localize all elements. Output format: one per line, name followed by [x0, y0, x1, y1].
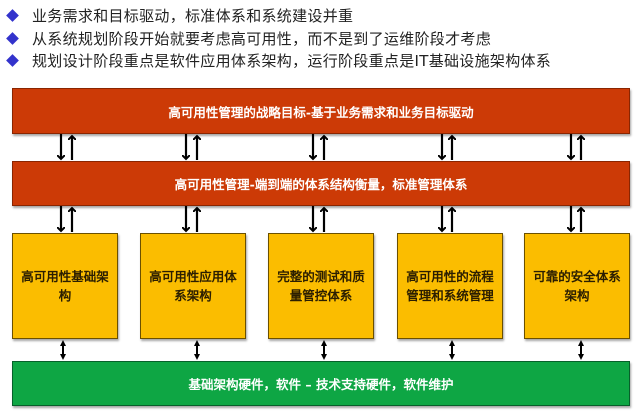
pillar-application-box: 高可用性应用体系架构	[140, 233, 246, 339]
management-layer-box: 高可用性管理-端到端的体系结构衡量，标准管理体系	[12, 161, 630, 206]
management-layer-label: 高可用性管理-端到端的体系结构衡量，标准管理体系	[174, 177, 468, 192]
bullet-text: 业务需求和目标驱动，标准体系和系统建设并重	[32, 7, 354, 25]
pillar-testing-quality-box: 完整的测试和质量管控体系	[268, 233, 374, 339]
bullet-item: 规划设计阶段重点是软件应用体系架构，运行阶段重点是IT基础设施架构体系	[0, 51, 640, 73]
bullet-item: 业务需求和目标驱动，标准体系和系统建设并重	[0, 6, 640, 28]
arrow-double-bottom	[60, 340, 584, 360]
bullet-text: 从系统规划阶段开始就要考虑高可用性，而不是到了运维阶段才考虑	[32, 30, 492, 48]
arrow-pairs-middle	[61, 206, 581, 232]
diamond-bullet-icon	[6, 32, 19, 45]
pillar-label: 高可用性的流程管理和系统管理	[406, 269, 494, 303]
foundation-layer-label: 基础架构硬件，软件 – 技术支持硬件，软件维护	[188, 377, 454, 392]
bullet-text: 规划设计阶段重点是软件应用体系架构，运行阶段重点是IT基础设施架构体系	[32, 52, 552, 70]
strategy-layer-box: 高可用性管理的战略目标-基于业务需求和业务目标驱动	[12, 88, 630, 134]
bullet-item: 从系统规划阶段开始就要考虑高可用性，而不是到了运维阶段才考虑	[0, 29, 640, 51]
pillar-process-management-box: 高可用性的流程管理和系统管理	[397, 233, 503, 339]
strategy-layer-label: 高可用性管理的战略目标-基于业务需求和业务目标驱动	[168, 104, 474, 120]
pillar-security-box: 可靠的安全体系架构	[524, 233, 630, 339]
pillar-label: 高可用性基础架构	[21, 269, 109, 303]
diamond-bullet-icon	[6, 54, 19, 67]
pillar-label: 完整的测试和质量管控体系	[277, 269, 365, 303]
pillar-label: 可靠的安全体系架构	[533, 269, 621, 303]
diamond-bullet-icon	[6, 9, 19, 22]
foundation-layer-box: 基础架构硬件，软件 – 技术支持硬件，软件维护	[12, 361, 630, 406]
arrow-pairs-top	[61, 134, 581, 160]
pillar-infrastructure-box: 高可用性基础架构	[12, 233, 118, 339]
pillar-label: 高可用性应用体系架构	[149, 269, 237, 303]
